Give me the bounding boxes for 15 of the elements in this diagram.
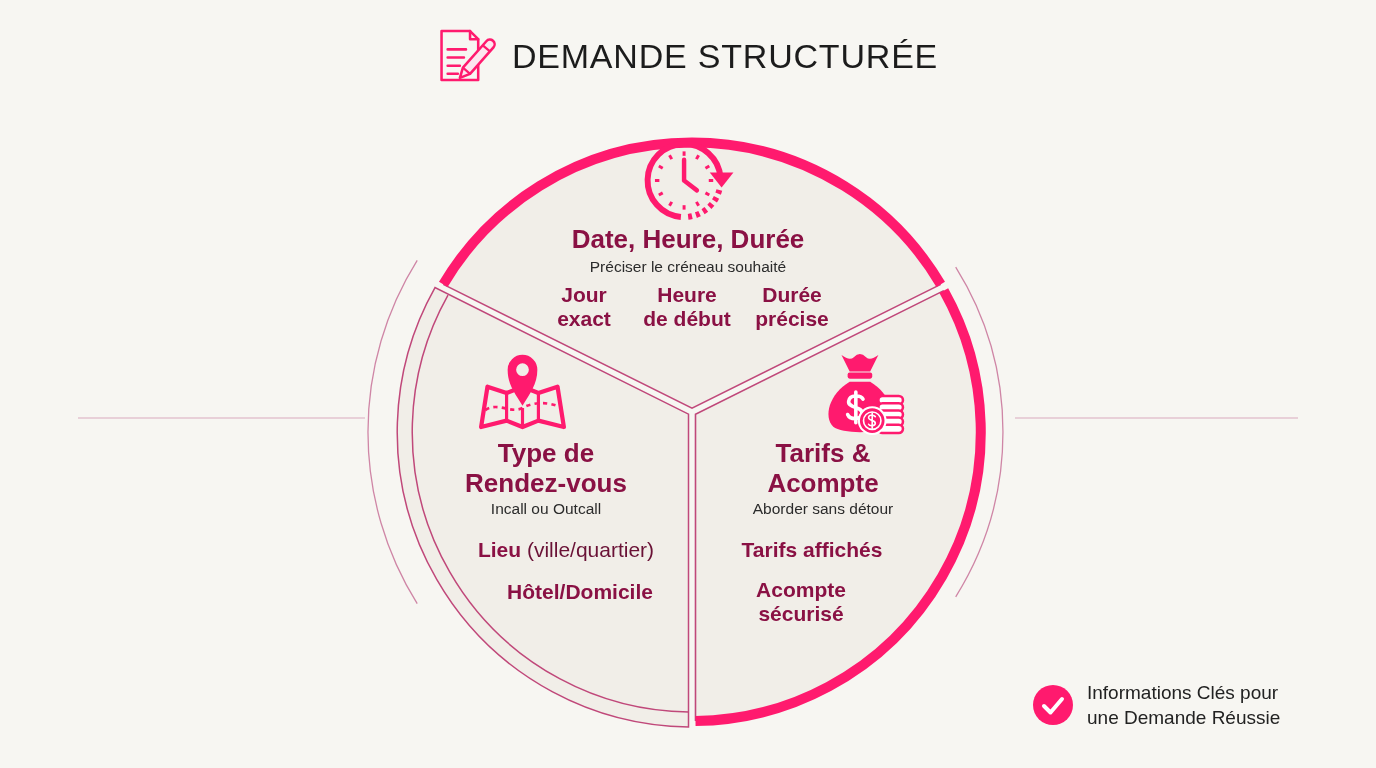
detail-text: Hôtel/Domicile <box>506 580 654 604</box>
detail-text: Tarifs affichés <box>740 538 884 562</box>
section-heading: Date, Heure, Durée <box>570 224 806 254</box>
section-heading: Type de Rendez-vous <box>464 438 628 498</box>
detail-text: Heure de début <box>642 283 732 331</box>
detail-text: Lieu (ville/quartier) <box>476 538 656 562</box>
title: DEMANDE STRUCTURÉE <box>511 36 939 76</box>
detail-text: Durée précise <box>754 283 830 331</box>
section-subtitle: Préciser le créneau souhaité <box>588 257 788 277</box>
detail-text: Jour exact <box>556 283 612 331</box>
section-subtitle: Aborder sans détour <box>751 499 895 519</box>
section-subtitle: Incall ou Outcall <box>489 499 603 519</box>
legend-text: Informations Clés pour une Demande Réussie <box>1087 681 1282 730</box>
detail-text: Acompte sécurisé <box>755 578 847 626</box>
section-heading: Tarifs & Acompte <box>766 438 880 498</box>
